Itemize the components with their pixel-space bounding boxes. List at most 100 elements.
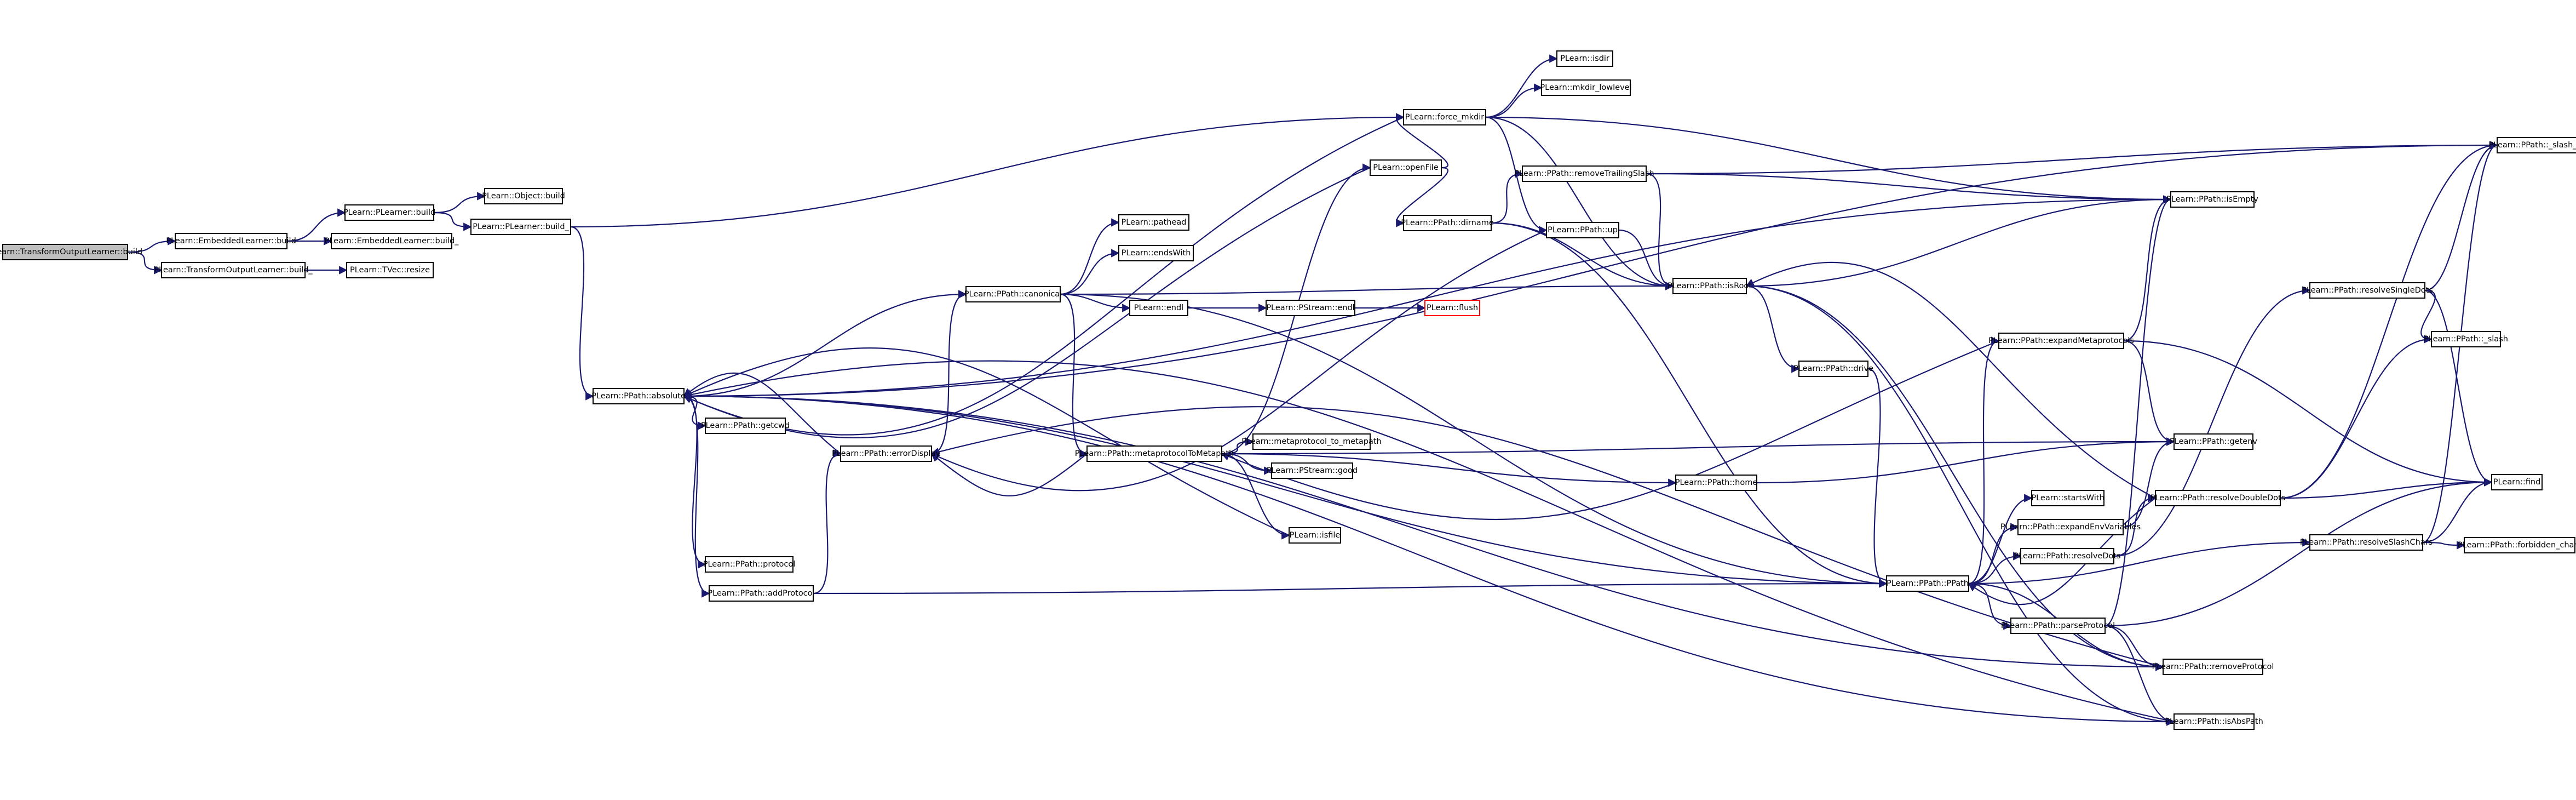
graph-node[interactable]: PLearn::PPath::canonical [964, 286, 1062, 302]
edge-n42-n33 [1968, 498, 2156, 605]
graph-node[interactable]: PLearn::PPath::isAbsPath [2165, 713, 2263, 730]
edge-n38-n42 [2113, 494, 2157, 557]
graph-node[interactable]: PLearn::find [2491, 474, 2543, 490]
graph-node[interactable]: PLearn::isfile [1289, 527, 1341, 544]
graph-node[interactable]: PLearn::PPath::forbidden_chars [2458, 537, 2576, 553]
graph-node[interactable]: PLearn::pathead [1118, 214, 1189, 231]
graph-node-box [1998, 333, 2124, 349]
graph-node[interactable]: PLearn::PPath::resolveSingleDots [2302, 282, 2433, 299]
graph-node[interactable]: PLearn::flush [1424, 300, 1480, 316]
graph-node-box [1289, 527, 1341, 544]
graph-node-label: PLearn::PPath::up [1548, 226, 1618, 235]
edge-n8-n11 [683, 395, 710, 598]
graph-node[interactable]: PLearn::PPath::dirname [1401, 215, 1494, 231]
graph-node-label: PLearn::PPath::isRoot [1668, 282, 1752, 290]
graph-node[interactable]: PLearn::TransformOutputLearner::build [0, 244, 142, 260]
graph-node-box [2010, 618, 2106, 634]
edge-n12-n13 [931, 290, 967, 455]
edge-n24-n49 [1646, 141, 2498, 175]
edge-n13-n26 [1060, 282, 1674, 295]
edge-n43-n46 [2424, 289, 2493, 487]
graph-node[interactable]: PLearn::PPath::resolveSlashChars [2300, 534, 2433, 551]
graph-node-box [2174, 713, 2255, 730]
graph-node-label: PLearn::PPath::_slash_char [2488, 141, 2576, 150]
graph-node-box [2017, 519, 2124, 535]
graph-node[interactable]: PLearn::PPath::metaprotocolToMetapath [1075, 445, 1234, 462]
graph-node[interactable]: PLearn::PPath::up [1546, 222, 1619, 238]
graph-node-label: PLearn::PPath::metaprotocolToMetapath [1075, 449, 1234, 458]
edge-n42-n46 [2280, 478, 2493, 499]
graph-node[interactable]: PLearn::PPath::absolute [591, 388, 686, 404]
graph-node[interactable]: PLearn::PLearner::build [343, 204, 435, 221]
graph-node[interactable]: PLearn::PPath::_slash [2424, 331, 2508, 347]
graph-node[interactable]: PLearn::PPath::parseProtocol [2001, 618, 2115, 634]
graph-node[interactable]: PLearn::endl [1129, 300, 1188, 316]
graph-node[interactable]: PLearn::PPath::removeTrailingSlash [1514, 165, 1654, 182]
graph-node[interactable]: PLearn::startsWith [2031, 490, 2104, 506]
graph-node[interactable]: PLearn::PPath::getenv [2170, 433, 2257, 450]
graph-node[interactable]: PLearn::PStream::endl [1266, 300, 1355, 316]
graph-node[interactable]: PLearn::PStream::good [1267, 462, 1358, 479]
graph-node-label: PLearn::PPath::forbidden_chars [2458, 541, 2576, 550]
edge-n33-n37 [1968, 523, 2019, 585]
graph-node[interactable]: PLearn::PPath::resolveDoubleDots [2150, 490, 2286, 506]
graph-node[interactable]: PLearn::PPath::drive [1793, 361, 1873, 377]
graph-node-label: PLearn::PPath::dirname [1401, 219, 1494, 227]
graph-node[interactable]: PLearn::Object::build [482, 188, 565, 204]
edge-n42-n49 [2280, 141, 2498, 499]
graph-node[interactable]: PLearn::PPath::errorDisplay [832, 445, 940, 462]
graph-node[interactable]: PLearn::EmbeddedLearner::build [166, 233, 296, 249]
graph-node-label: PLearn::PPath::removeProtocol [2152, 662, 2274, 671]
graph-node[interactable]: PLearn::force_mkdir [1403, 109, 1486, 125]
graph-node-label: PLearn::isdir [1560, 54, 1609, 63]
graph-node[interactable]: PLearn::PPath::home [1675, 475, 1758, 491]
graph-node[interactable]: PLearn::PPath::addProtocol [708, 585, 815, 602]
edge-n33-n34 [1968, 336, 2000, 585]
graph-node[interactable]: PLearn::PPath::protocol [703, 556, 796, 573]
graph-node-label: PLearn::PPath::getcwd [701, 421, 790, 430]
edge-n20-n22 [1485, 83, 1543, 118]
graph-node[interactable]: PLearn::PPath::removeProtocol [2152, 659, 2274, 675]
graph-node-label: PLearn::isfile [1290, 531, 1341, 540]
graph-node-box [470, 219, 571, 235]
edge-n33-n44 [1968, 538, 2311, 585]
edge-n11-n33 [813, 579, 1888, 595]
graph-node[interactable]: PLearn::metaprotocol_to_metapath [1241, 433, 1382, 450]
graph-node-label: PLearn::PPath::isEmpty [2166, 195, 2258, 204]
graph-node[interactable]: PLearn::PPath::_slash_char [2488, 137, 2576, 153]
graph-node[interactable]: PLearn::PPath::expandMetaprotocols [1988, 333, 2134, 349]
graph-node-box [1266, 300, 1355, 316]
graph-node[interactable]: PLearn::isdir [1556, 50, 1613, 67]
graph-node[interactable]: PLearn::PPath::getcwd [701, 418, 790, 434]
graph-node-box [1546, 222, 1619, 238]
graph-node[interactable]: PLearn::PPath::expandEnvVariables [2000, 519, 2141, 535]
graph-node[interactable]: PLearn::mkdir_lowlevel [1540, 79, 1632, 96]
graph-node[interactable]: PLearn::PPath::isRoot [1668, 278, 1752, 294]
edge-n39-n48 [2104, 195, 2172, 627]
edge-n31-n35 [1756, 437, 2175, 484]
graph-node[interactable]: PLearn::PPath::PPath [1886, 575, 1969, 592]
graph-node-label: PLearn::endl [1134, 304, 1183, 312]
graph-node-label: PLearn::PPath::parseProtocol [2001, 621, 2115, 630]
graph-node[interactable]: PLearn::openFile [1370, 159, 1442, 176]
graph-node[interactable]: PLearn::TransformOutputLearner::build_ [154, 262, 313, 278]
graph-node[interactable]: PLearn::EmbeddedLearner::build_ [325, 233, 459, 249]
edge-n20-n26 [1485, 116, 1674, 290]
edge-n37-n35 [2123, 437, 2175, 528]
graph-node-box [2491, 474, 2543, 490]
graph-node-box [1403, 109, 1486, 125]
graph-node[interactable]: PLearn::endsWith [1118, 245, 1194, 261]
graph-node[interactable]: PLearn::PPath::resolveDots [2014, 548, 2121, 564]
edge-n42-n26 [1745, 261, 2156, 499]
graph-node[interactable]: PLearn::PPath::isEmpty [2166, 191, 2258, 208]
edge-n13-n14 [1060, 218, 1120, 295]
edge-n33-n39 [1968, 582, 2012, 630]
edge-n0-n1 [127, 237, 176, 253]
graph-node-box [346, 262, 434, 278]
graph-node-label: PLearn::TVec::resize [350, 266, 430, 275]
graph-node-box [2031, 490, 2104, 506]
graph-node[interactable]: PLearn::TVec::resize [346, 262, 434, 278]
graph-node[interactable]: PLearn::PLearner::build_ [470, 219, 571, 235]
graph-node-box [2174, 433, 2253, 450]
graph-node-box [344, 204, 434, 221]
